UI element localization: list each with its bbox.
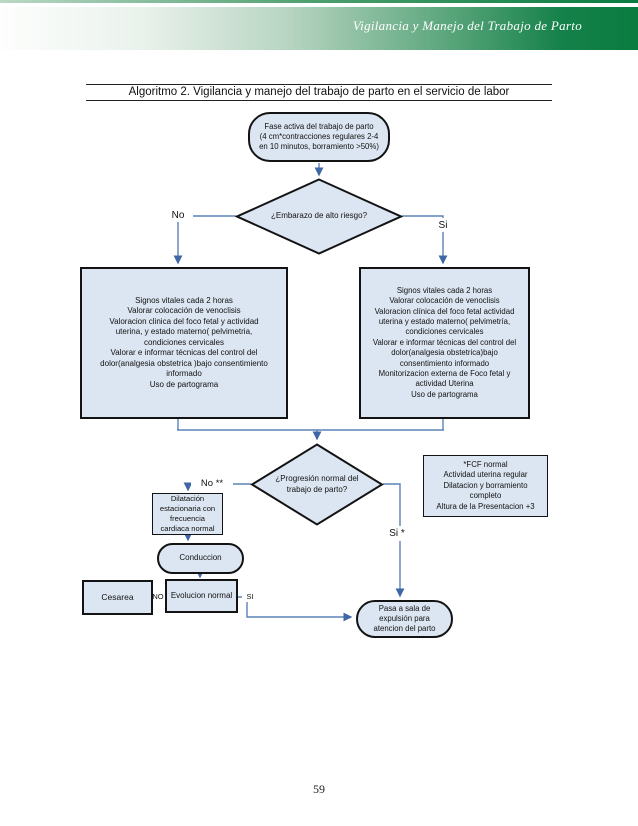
end-node-delivery-room: Pasa a sala de expulsión para atencion d…: [356, 600, 453, 638]
connector-evolution-si-to-delivery: [246, 599, 353, 622]
box-stationary-dilation: Dilatación estacionaria con frecuencia c…: [152, 493, 223, 535]
decision-high-risk-pregnancy: ¿Embarazo de alto riesgo?: [235, 178, 403, 255]
branch-label-no-asterisks: No **: [191, 476, 233, 490]
care-box-low-risk: Signos vitales cada 2 horas Valorar colo…: [80, 267, 288, 419]
algorithm-title: Algoritmo 2. Vigilancia y manejo del tra…: [86, 84, 552, 101]
header-bar: Vigilancia y Manejo del Trabajo de Parto: [0, 7, 638, 50]
box-normal-evolution: Evolucion normal: [165, 579, 238, 613]
box-conduction: Conduccion: [157, 543, 244, 574]
branch-label-si-evolution: SI: [242, 591, 258, 602]
branch-label-si-asterisk: Si *: [381, 526, 413, 541]
decision-high-risk-text: ¿Embarazo de alto riesgo?: [270, 211, 368, 221]
decision-normal-progression: ¿Progresión normal del trabajo de parto?: [250, 443, 384, 526]
page-number: 59: [313, 782, 325, 796]
start-node-active-labor: Fase activa del trabajo de parto (4 cm*c…: [248, 112, 390, 162]
care-box-high-risk: Signos vitales cada 2 horas Valorar colo…: [359, 267, 530, 419]
decision-normal-progression-text: ¿Progresión normal del trabajo de parto?: [275, 474, 359, 494]
document-title: Vigilancia y Manejo del Trabajo de Parto: [352, 18, 582, 33]
branch-label-si: Si: [431, 218, 455, 232]
branch-label-no: No: [163, 208, 193, 222]
note-box-fcf-normal: *FCF normal Actividad uterina regular Di…: [423, 455, 548, 517]
branch-label-no-cesarea: NO: [152, 592, 164, 601]
header-top-rule: [0, 0, 638, 3]
connector-decision1-no: [173, 215, 236, 265]
box-cesarea: Cesarea: [82, 580, 153, 615]
